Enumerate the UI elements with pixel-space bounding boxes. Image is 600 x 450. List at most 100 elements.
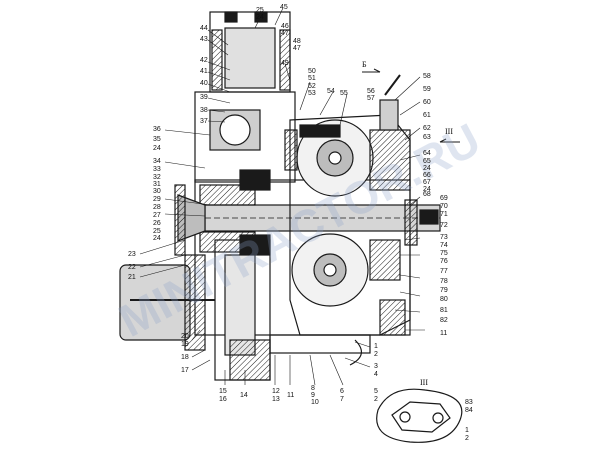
callout-68: 68 <box>423 191 431 198</box>
callout-70: 70 <box>440 203 448 210</box>
callout-84: 84 <box>465 407 473 414</box>
callout-76: 76 <box>440 258 448 265</box>
callout-73: 73 <box>440 234 448 241</box>
callout-57: 57 <box>367 95 375 102</box>
callout-46: 46 <box>281 23 289 30</box>
callout-14: 14 <box>240 392 248 399</box>
callout-39: 39 <box>200 94 208 101</box>
callout-15: 15 <box>219 388 227 395</box>
callout-77: 77 <box>440 268 448 275</box>
section-iii-arrow-mark: III <box>445 127 453 136</box>
callout-24-c: 24 <box>423 165 431 172</box>
callout-24-a: 24 <box>153 145 161 152</box>
callout-12: 12 <box>272 388 280 395</box>
callout-48: 48 <box>293 38 301 45</box>
section-iii-title: III <box>420 378 428 387</box>
callout-49: 49 <box>281 60 289 67</box>
callout-24-top: 24 <box>256 14 264 21</box>
callout-6: 6 <box>340 388 344 395</box>
callout-5: 5 <box>374 388 378 395</box>
callout-26: 26 <box>153 220 161 227</box>
callout-78: 78 <box>440 278 448 285</box>
callout-80: 80 <box>440 296 448 303</box>
section-b-mark: Б <box>362 60 367 69</box>
callout-18: 18 <box>181 354 189 361</box>
callout-71: 71 <box>440 211 448 218</box>
callout-60: 60 <box>423 99 431 106</box>
callout-83: 83 <box>465 399 473 406</box>
callout-44: 44 <box>200 25 208 32</box>
callout-81: 81 <box>440 307 448 314</box>
callout-33: 33 <box>153 166 161 173</box>
callout-59: 59 <box>423 86 431 93</box>
callout-55: 55 <box>340 90 348 97</box>
callout-1-a: 1 <box>374 343 378 350</box>
callout-7: 7 <box>340 396 344 403</box>
callout-11-right: 11 <box>440 330 448 337</box>
callout-29: 29 <box>153 196 161 203</box>
callout-22: 22 <box>128 264 136 271</box>
callout-67: 67 <box>423 179 431 186</box>
callout-20: 20 <box>181 333 189 340</box>
callout-41: 41 <box>200 68 208 75</box>
callout-65: 65 <box>423 158 431 165</box>
callout-53: 53 <box>308 90 316 97</box>
callout-1-b: 1 <box>465 427 469 434</box>
callout-43: 43 <box>200 36 208 43</box>
callout-74: 74 <box>440 242 448 249</box>
section-iii-shape <box>376 388 463 443</box>
callout-2-c: 2 <box>465 435 469 442</box>
callout-27: 27 <box>153 212 161 219</box>
callout-69: 69 <box>440 195 448 202</box>
callout-32: 32 <box>153 174 161 181</box>
callout-75: 75 <box>440 250 448 257</box>
callout-51: 51 <box>308 75 316 82</box>
callout-23: 23 <box>128 251 136 258</box>
callout-45: 45 <box>280 4 288 11</box>
callout-35: 35 <box>153 136 161 143</box>
callout-37: 37 <box>200 118 208 125</box>
callout-17: 17 <box>181 367 189 374</box>
callout-2-a: 2 <box>374 351 378 358</box>
bottom-plate <box>269 334 371 354</box>
callout-19: 19 <box>181 341 189 348</box>
callout-47-b: 47 <box>293 45 301 52</box>
callout-13: 13 <box>272 396 280 403</box>
callout-11-bottom: 11 <box>287 392 295 399</box>
callout-62: 62 <box>423 125 431 132</box>
callout-72: 72 <box>440 222 448 229</box>
callout-4: 4 <box>374 371 378 378</box>
callout-34: 34 <box>153 158 161 165</box>
callout-64: 64 <box>423 150 431 157</box>
callout-8: 8 <box>311 385 315 392</box>
callout-52: 52 <box>308 83 316 90</box>
callout-28: 28 <box>153 204 161 211</box>
callout-36: 36 <box>153 126 161 133</box>
callout-9: 9 <box>311 392 315 399</box>
callout-2-b: 2 <box>374 396 378 403</box>
callout-16: 16 <box>219 396 227 403</box>
callout-79: 79 <box>440 287 448 294</box>
callout-31: 31 <box>153 181 161 188</box>
callout-56: 56 <box>367 88 375 95</box>
upper-gear-cavity <box>224 27 276 89</box>
callout-38: 38 <box>200 107 208 114</box>
callout-21: 21 <box>128 274 136 281</box>
callout-24-b: 24 <box>153 235 161 242</box>
callout-25: 25 <box>153 228 161 235</box>
callout-58: 58 <box>423 73 431 80</box>
callout-66: 66 <box>423 172 431 179</box>
callout-42: 42 <box>200 57 208 64</box>
callout-54: 54 <box>327 88 335 95</box>
callout-10: 10 <box>311 399 319 406</box>
callout-82: 82 <box>440 317 448 324</box>
callout-47-a: 47 <box>281 30 289 37</box>
callout-50: 50 <box>308 68 316 75</box>
callout-24-d: 24 <box>423 186 431 193</box>
callout-30: 30 <box>153 188 161 195</box>
callout-25-top: 25 <box>256 7 264 14</box>
callout-3: 3 <box>374 363 378 370</box>
callout-63: 63 <box>423 134 431 141</box>
